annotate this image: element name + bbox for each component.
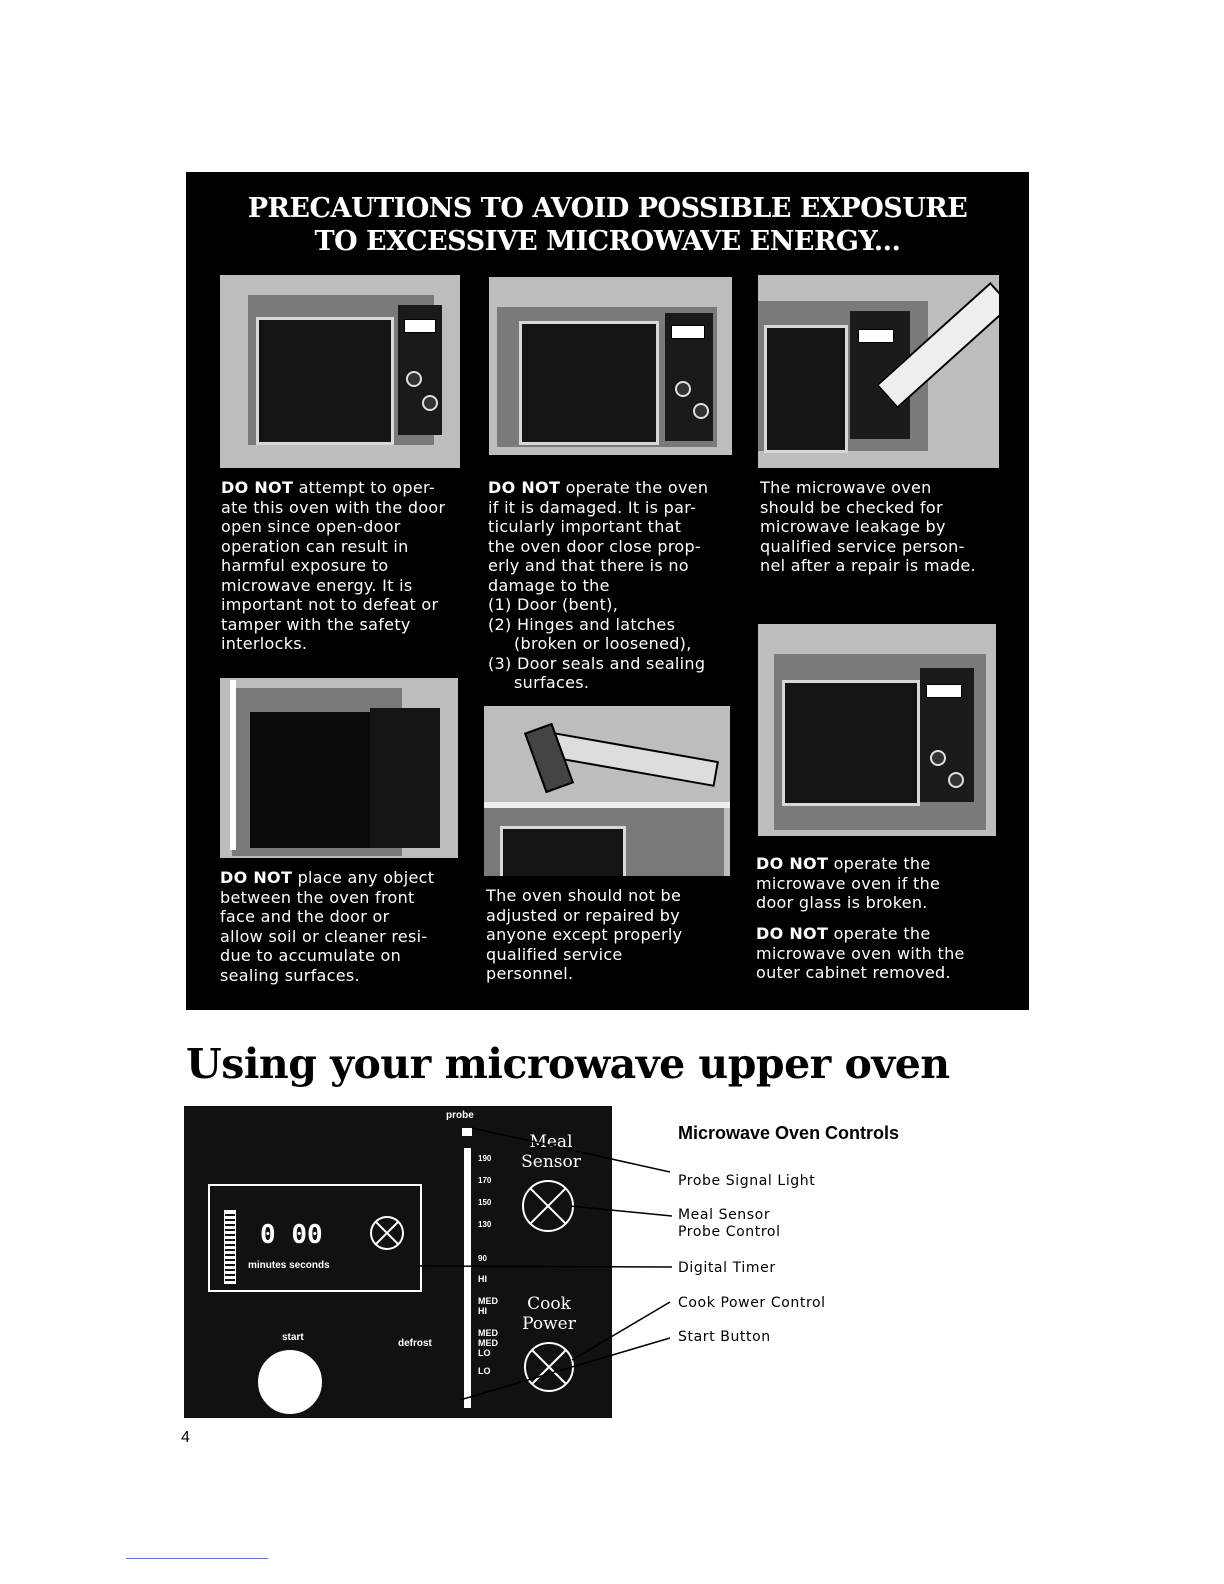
illustration-leak-check [758,275,999,468]
timer-bar-icon [224,1210,236,1284]
page-number: 4 [181,1429,190,1446]
precautions-panel: PRECAUTIONS TO AVOID POSSIBLE EXPOSURE T… [186,172,1029,1010]
section-title: Using your microwave upper oven [186,1040,950,1088]
cook-power-knob-icon[interactable] [524,1342,574,1392]
defrost-label: defrost [398,1338,432,1349]
illustration-door-open [220,275,460,468]
illustration-damaged-door [489,277,732,455]
start-label: start [282,1332,304,1343]
temp-scale: 190 170 150 130 90 [478,1154,492,1263]
label-start-button: Start Button [678,1329,771,1345]
precautions-title: PRECAUTIONS TO AVOID POSSIBLE EXPOSURE T… [247,193,968,257]
label-cook-power: Cook Power Control [678,1295,826,1311]
precaution-damaged-text: DO NOT operate the oven if it is damaged… [488,478,709,692]
illustration-broken-glass [758,624,996,836]
cook-scale-bar [464,1148,471,1408]
power-scale: HI MED HI MED MED LO LO [478,1274,498,1376]
precaution-repair-text: The oven should not be adjusted or repai… [486,886,683,983]
probe-label: probe [446,1110,474,1121]
precaution-leakage-text: The microwave oven should be checked for… [760,478,976,575]
precaution-door-open-text: DO NOT attempt to oper- ate this oven wi… [221,478,446,653]
precaution-glass-text: DO NOT operate the microwave oven if the… [756,854,941,912]
illustration-hammer [484,706,730,876]
label-probe-signal: Probe Signal Light [678,1173,816,1189]
precaution-object-text: DO NOT place any object between the oven… [220,868,435,985]
digital-timer: 0 00 minutes seconds [208,1184,422,1292]
controls-heading: Microwave Oven Controls [678,1123,900,1143]
timer-knob-icon[interactable] [370,1216,404,1250]
precaution-cabinet-text: DO NOT operate the microwave oven with t… [756,924,965,982]
control-panel: 0 00 minutes seconds probe Meal Sensor 1… [184,1106,612,1418]
probe-signal-light [462,1128,472,1136]
cook-power-label: Cook Power [522,1294,576,1334]
start-button[interactable] [258,1350,322,1414]
meal-sensor-label: Meal Sensor [521,1132,581,1172]
footer-line [126,1558,268,1559]
illustration-object-in-door [220,678,458,858]
label-digital-timer: Digital Timer [678,1260,776,1276]
label-meal-sensor: Meal Sensor Probe Control [678,1207,781,1240]
